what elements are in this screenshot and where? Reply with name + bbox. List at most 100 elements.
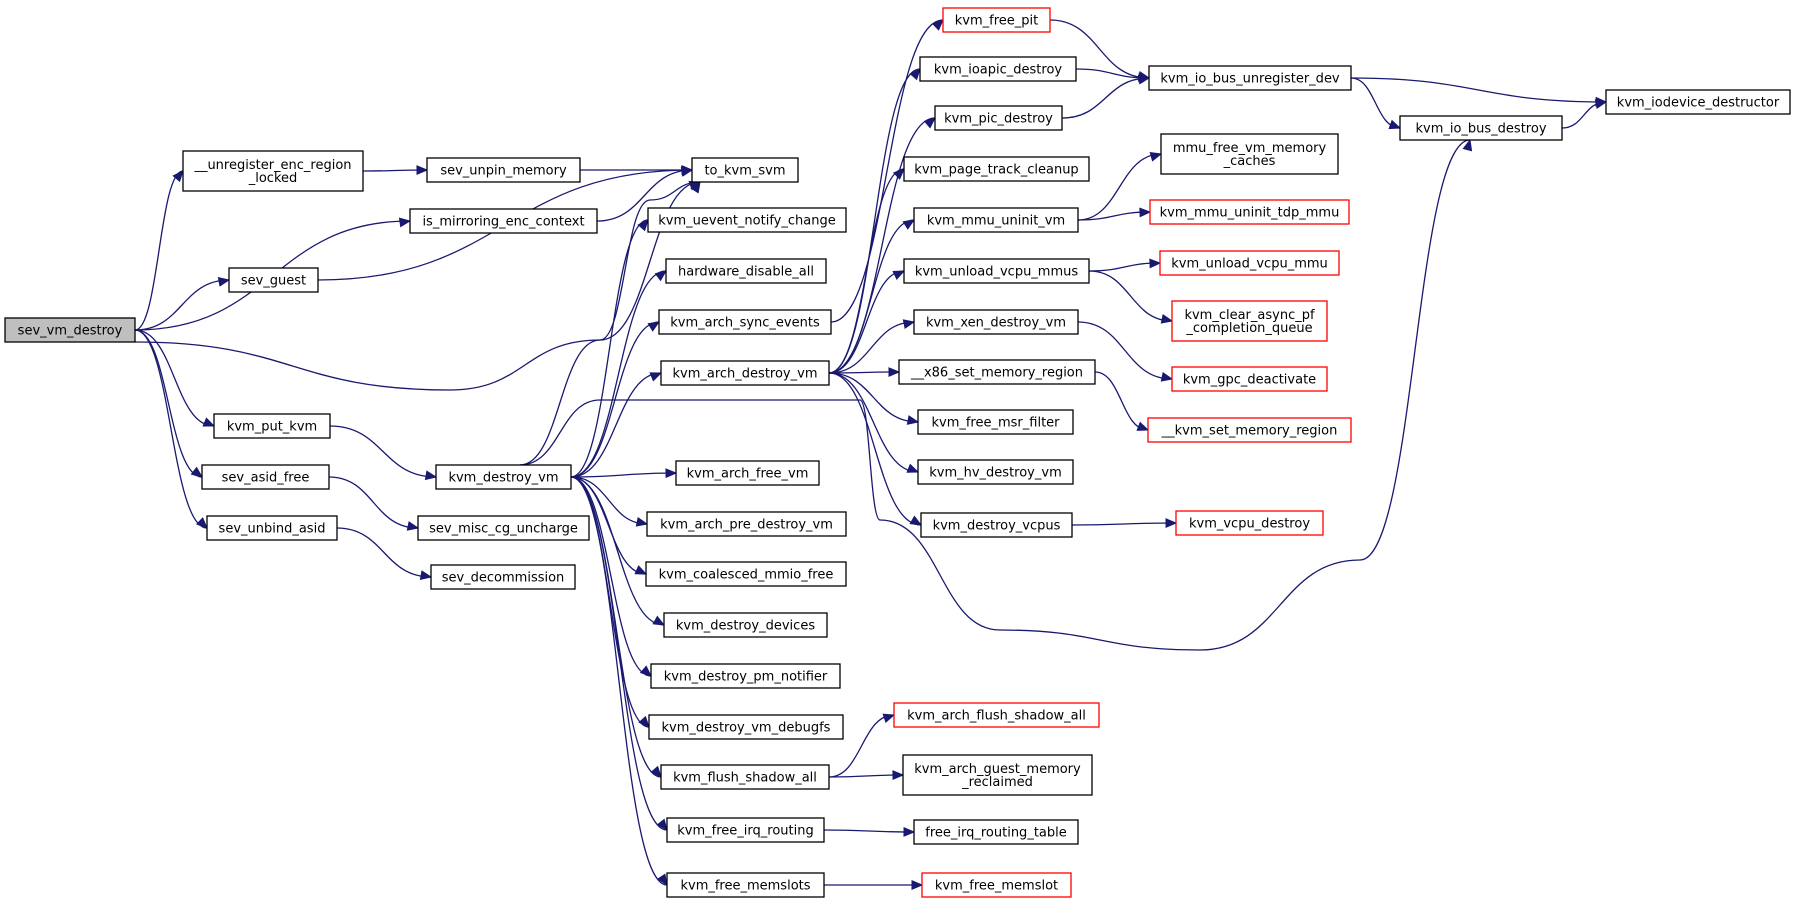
node-kvm-free-pit[interactable]: kvm_free_pit xyxy=(942,7,1051,33)
node-label: kvm_io_bus_unregister_dev xyxy=(1160,72,1340,87)
node-kvm-ioapic-destroy[interactable]: kvm_ioapic_destroy xyxy=(919,56,1077,82)
edge-kvm_destroy_vm-to-kvm_destroy_devices xyxy=(570,476,666,626)
node-kvm-gpc-deactivate[interactable]: kvm_gpc_deactivate xyxy=(1171,366,1328,392)
node-label: is_mirroring_enc_context xyxy=(422,215,584,230)
node-kvm-uevent[interactable]: kvm_uevent_notify_change xyxy=(647,207,847,233)
node-kvm-arch-free-vm[interactable]: kvm_arch_free_vm xyxy=(675,460,820,486)
arrowhead xyxy=(681,166,694,177)
node-label: kvm_mmu_uninit_tdp_mmu xyxy=(1160,206,1340,221)
node-is-mirroring[interactable]: is_mirroring_enc_context xyxy=(409,208,598,234)
node-label: kvm_destroy_vm_debugfs xyxy=(662,721,831,736)
node-box xyxy=(902,754,1093,796)
edge-unregister_enc_region-to-sev_unpin_memory xyxy=(362,165,429,176)
edge-kvm_destroy_vm-to-kvm_arch_destroy_vm xyxy=(570,372,663,478)
node-box xyxy=(426,157,581,183)
node-kvm-destroy-devices[interactable]: kvm_destroy_devices xyxy=(663,612,828,638)
node-kvm-put-kvm[interactable]: kvm_put_kvm xyxy=(213,413,331,439)
node-kvm-destroy-vm-debugfs[interactable]: kvm_destroy_vm_debugfs xyxy=(648,714,844,740)
node-kvm-free-irq-routing[interactable]: kvm_free_irq_routing xyxy=(666,817,825,843)
node-kvm-unload-vcpu-mmu[interactable]: kvm_unload_vcpu_mmu xyxy=(1159,250,1340,276)
node-label: kvm_arch_guest_memory xyxy=(914,762,1081,777)
node-kvm-io-bus-unregister-dev[interactable]: kvm_io_bus_unregister_dev xyxy=(1148,65,1352,91)
edge-kvm_destroy_vm-to-hardware_disable_all xyxy=(570,270,668,478)
node-label: sev_asid_free xyxy=(222,471,310,486)
node-kvm-destroy-vcpus[interactable]: kvm_destroy_vcpus xyxy=(920,512,1073,538)
node-box xyxy=(1399,115,1563,141)
node-box xyxy=(917,409,1074,435)
node-kvm-arch-flush-shadow-all[interactable]: kvm_arch_flush_shadow_all xyxy=(893,702,1100,728)
node-label: kvm_clear_async_pf xyxy=(1184,308,1315,323)
node-kvm-flush-shadow-all[interactable]: kvm_flush_shadow_all xyxy=(660,764,830,790)
node-box xyxy=(666,872,825,898)
node-kvm-arch-destroy-vm[interactable]: kvm_arch_destroy_vm xyxy=(660,360,830,386)
node-label: kvm_arch_destroy_vm xyxy=(673,367,818,382)
node-box xyxy=(675,460,820,486)
arrowhead xyxy=(654,270,668,282)
node-hardware-disable-all[interactable]: hardware_disable_all xyxy=(665,258,827,284)
node-free-irq-routing-table[interactable]: free_irq_routing_table xyxy=(913,819,1079,845)
edge-x86_set_memory_region-to-kvm_set_memory_region xyxy=(1094,371,1150,431)
node-sev-vm-destroy[interactable]: sev_vm_destroy xyxy=(4,317,136,343)
node-unregister-enc-region[interactable]: __unregister_enc_region_locked xyxy=(182,150,364,192)
node-label: kvm_free_memslot xyxy=(935,879,1058,894)
node-sev-decommission[interactable]: sev_decommission xyxy=(430,564,576,590)
node-kvm-mmu-uninit-vm[interactable]: kvm_mmu_uninit_vm xyxy=(913,207,1079,233)
node-kvm-iodevice-destructor[interactable]: kvm_iodevice_destructor xyxy=(1605,89,1791,115)
node-kvm-clear-async-pf[interactable]: kvm_clear_async_pf_completion_queue xyxy=(1171,300,1328,342)
node-kvm-arch-pre-destroy-vm[interactable]: kvm_arch_pre_destroy_vm xyxy=(646,511,847,537)
node-box xyxy=(934,105,1063,131)
node-kvm-hv-destroy-vm[interactable]: kvm_hv_destroy_vm xyxy=(917,459,1074,485)
node-box xyxy=(663,612,828,638)
node-to-kvm-svm[interactable]: to_kvm_svm xyxy=(691,157,799,183)
node-kvm-set-memory-region[interactable]: __kvm_set_memory_region xyxy=(1147,417,1352,443)
node-kvm-page-track-cleanup[interactable]: kvm_page_track_cleanup xyxy=(903,156,1090,182)
node-label: kvm_free_memslots xyxy=(680,879,810,894)
node-label: kvm_unload_vcpu_mmus xyxy=(915,265,1079,280)
edge-sev_vm_destroy-to-unregister_enc_region xyxy=(134,170,184,331)
node-box xyxy=(898,359,1096,385)
node-kvm-free-memslots[interactable]: kvm_free_memslots xyxy=(666,872,825,898)
node-kvm-free-memslot[interactable]: kvm_free_memslot xyxy=(921,872,1072,898)
edge-kvm_unload_vcpu_mmus-to-kvm_clear_async_pf xyxy=(1088,270,1174,324)
node-sev-misc-cg-uncharge[interactable]: sev_misc_cg_uncharge xyxy=(417,515,590,541)
edge-sev_vm_destroy-to-sev_unbind_asid xyxy=(134,329,208,529)
node-box xyxy=(206,515,338,541)
node-label: kvm_io_bus_destroy xyxy=(1415,122,1546,137)
node-kvm-destroy-vm[interactable]: kvm_destroy_vm xyxy=(435,464,572,490)
node-sev-guest[interactable]: sev_guest xyxy=(228,267,319,293)
node-kvm-arch-sync-events[interactable]: kvm_arch_sync_events xyxy=(658,309,832,335)
node-kvm-xen-destroy-vm[interactable]: kvm_xen_destroy_vm xyxy=(913,309,1079,335)
node-mmu-free-vm-memory[interactable]: mmu_free_vm_memory_caches xyxy=(1160,133,1339,175)
node-kvm-io-bus-destroy[interactable]: kvm_io_bus_destroy xyxy=(1399,115,1563,141)
node-sev-unbind-asid[interactable]: sev_unbind_asid xyxy=(206,515,338,541)
node-kvm-pic-destroy[interactable]: kvm_pic_destroy xyxy=(934,105,1063,131)
node-label: sev_unpin_memory xyxy=(440,164,567,179)
edge-sev_vm_destroy-to-sev_asid_free xyxy=(134,329,204,478)
edge-kvm_flush_shadow_all-to-kvm_arch_flush_shadow_all xyxy=(828,713,896,778)
node-box xyxy=(417,515,590,541)
node-sev-asid-free[interactable]: sev_asid_free xyxy=(201,464,330,490)
node-kvm-arch-guest-memory[interactable]: kvm_arch_guest_memory_reclaimed xyxy=(902,754,1093,796)
node-sev-unpin-memory[interactable]: sev_unpin_memory xyxy=(426,157,581,183)
node-kvm-free-msr-filter[interactable]: kvm_free_msr_filter xyxy=(917,409,1074,435)
node-label: kvm_xen_destroy_vm xyxy=(926,316,1066,331)
edge-kvm_destroy_vm-to-kvm_destroy_vm_debugfs xyxy=(570,476,650,728)
node-label: _completion_queue xyxy=(1185,321,1312,336)
node-label: kvm_flush_shadow_all xyxy=(673,771,817,786)
node-box xyxy=(213,413,331,439)
node-kvm-mmu-uninit-tdp-mmu[interactable]: kvm_mmu_uninit_tdp_mmu xyxy=(1149,199,1350,225)
node-box xyxy=(665,258,827,284)
node-box xyxy=(1149,199,1350,225)
node-kvm-coalesced-mmio-free[interactable]: kvm_coalesced_mmio_free xyxy=(645,561,847,587)
edge-kvm_free_irq_routing-to-free_irq_routing_table xyxy=(823,826,916,837)
node-kvm-unload-vcpu-mmus[interactable]: kvm_unload_vcpu_mmus xyxy=(903,258,1090,284)
node-box xyxy=(919,56,1077,82)
edge-kvm_destroy_vm-to-kvm_destroy_pm_notifier xyxy=(570,476,652,677)
node-kvm-destroy-pm-notifier[interactable]: kvm_destroy_pm_notifier xyxy=(650,663,841,689)
edge-kvm_destroy_vm-to-kvm_arch_free_vm xyxy=(570,468,678,479)
arrowhead xyxy=(217,277,231,287)
node-kvm-vcpu-destroy[interactable]: kvm_vcpu_destroy xyxy=(1175,510,1324,536)
node-box xyxy=(650,663,841,689)
node-label: kvm_destroy_devices xyxy=(676,619,815,634)
node-x86-set-memory-region[interactable]: __x86_set_memory_region xyxy=(898,359,1096,385)
